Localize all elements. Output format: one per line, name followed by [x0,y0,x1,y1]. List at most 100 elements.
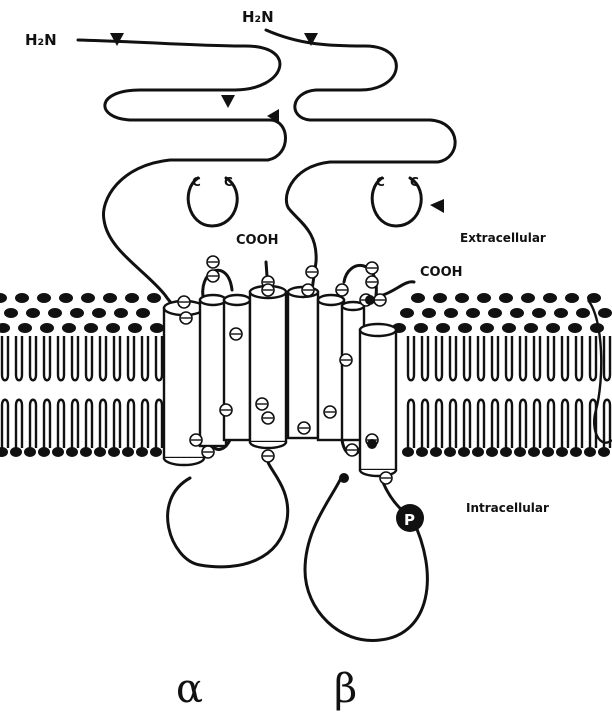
lipid-head [444,308,458,318]
lipid-head [122,447,134,457]
glycosylation-triangle [221,95,235,108]
lipid-head [565,293,579,303]
lipid-tail [30,400,36,448]
lipid-tail [478,336,484,380]
lipid-head [542,447,554,457]
alpha-c-terminus-label: COOH [236,233,279,248]
lipid-tail [576,336,582,380]
residue-bead-dark [339,473,349,483]
lipid-tail [590,336,596,380]
beta-subunit-label: β [334,666,357,712]
lipid-head [18,323,32,333]
lipid-tail [548,336,554,380]
alpha-cys-label-right: C [224,175,233,189]
lipid-tail [142,336,148,380]
lipid-tail [408,400,414,448]
lipid-tail [128,336,134,380]
lipid-head [84,323,98,333]
lipid-head [81,293,95,303]
lipid-head [458,323,472,333]
lipid-head [150,323,164,333]
lipid-tail [30,336,36,380]
lipid-tail [142,400,148,448]
lipid-head [568,323,582,333]
lipid-tail [100,400,106,448]
lipid-tail [422,336,428,380]
lipid-tail [2,400,8,448]
lipid-tail [86,336,92,380]
lipid-head [114,308,128,318]
residue-bead-dark [367,439,377,449]
beta-cys-label-left: C [376,175,385,189]
lipid-tail [128,400,134,448]
lipid-head [0,293,7,303]
lipid-head [543,293,557,303]
lipid-head [125,293,139,303]
lipid-head [26,308,40,318]
lipid-tail [16,336,22,380]
lipid-tail [58,400,64,448]
lipid-tail [156,400,162,448]
lipid-head [499,293,513,303]
lipid-head [94,447,106,457]
lipid-head [477,293,491,303]
lipid-head [411,293,425,303]
lipid-head [108,447,120,457]
lipid-tail [562,336,568,380]
lipid-head [510,308,524,318]
lipid-head [570,447,582,457]
lipid-head [528,447,540,457]
lipid-tail [450,400,456,448]
lipid-tail [520,400,526,448]
lipid-head [0,323,10,333]
lipid-head [10,447,22,457]
lipid-head [436,323,450,333]
lipid-tail [58,336,64,380]
lipid-head [103,293,117,303]
alpha-cys-label-left: C [192,175,201,189]
lipid-head [488,308,502,318]
alpha-chain-extracellular [78,40,286,322]
lipid-tail [114,400,120,448]
alpha-intracellular-loop [168,462,288,567]
lipid-head [433,293,447,303]
beta-chain-extracellular [266,30,455,290]
lipid-tail [534,336,540,380]
lipid-tail [464,336,470,380]
lipid-head [598,447,610,457]
beta-n-terminus-label: H₂N [242,8,274,26]
lipid-tail [492,336,498,380]
lipid-head [430,447,442,457]
lipid-head [556,447,568,457]
lipid-tail [478,400,484,448]
lipid-tail [464,400,470,448]
lipid-tail [156,336,162,380]
beta-transmembrane-helices [288,287,396,476]
lipid-head [106,323,120,333]
lipid-head [59,293,73,303]
glycosylation-triangle [430,199,444,213]
lipid-tail [100,336,106,380]
lipid-tail [72,400,78,448]
lipid-head [92,308,106,318]
residue-bead-dark [365,295,375,305]
lipid-head [532,308,546,318]
alpha-subunit-label: α [176,666,203,712]
lipid-head [0,447,8,457]
lipid-head [480,323,494,333]
lipid-head [466,308,480,318]
lipid-head [48,308,62,318]
lipid-head [402,447,414,457]
lipid-head [455,293,469,303]
lipid-head [15,293,29,303]
lipid-tail [576,400,582,448]
lipid-head [147,293,161,303]
lipid-head [136,447,148,457]
glycosylation-triangle [110,33,124,46]
phosphate-label: P [404,511,415,529]
lipid-head [70,308,84,318]
lipid-tail [114,336,120,380]
lipid-head [514,447,526,457]
extracellular-label: Extracellular [460,231,546,245]
lipid-head [598,308,612,318]
